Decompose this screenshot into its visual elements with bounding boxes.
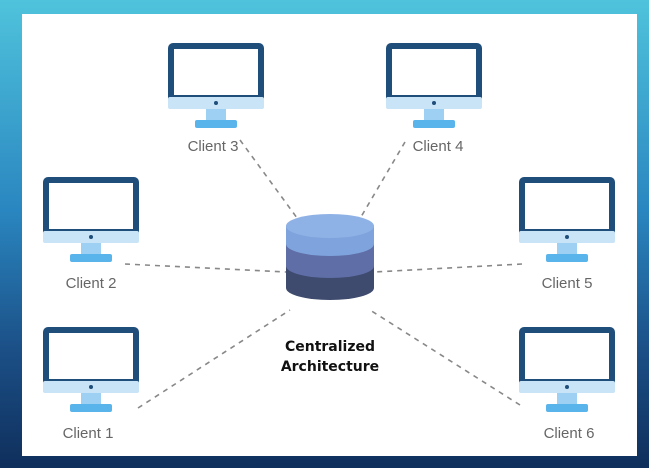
client-6-label: Client 6: [543, 425, 595, 442]
client-3-label: Client 3: [187, 138, 239, 155]
client-2-label: Client 2: [65, 275, 117, 292]
architecture-label-line1: Centralized: [284, 339, 376, 355]
client-5-monitor-icon: [519, 177, 615, 262]
client-5-label: Client 5: [541, 275, 593, 292]
database-icon: [286, 214, 374, 300]
connector-client-5: [373, 263, 523, 273]
connector-client-2: [124, 263, 287, 273]
client-1-monitor-icon: [43, 327, 139, 412]
client-3-monitor-icon: [168, 43, 264, 128]
client-2-monitor-icon: [43, 177, 139, 262]
connector-client-6: [369, 309, 521, 406]
client-1-label: Client 1: [62, 425, 114, 442]
architecture-label-line2: Architecture: [280, 359, 380, 375]
client-6-monitor-icon: [519, 327, 615, 412]
client-4-label: Client 4: [412, 138, 464, 155]
connector-client-1: [137, 309, 291, 409]
connector-client-3: [239, 139, 301, 223]
client-4-monitor-icon: [386, 43, 482, 128]
architecture-label: Centralized Architecture: [270, 337, 390, 377]
